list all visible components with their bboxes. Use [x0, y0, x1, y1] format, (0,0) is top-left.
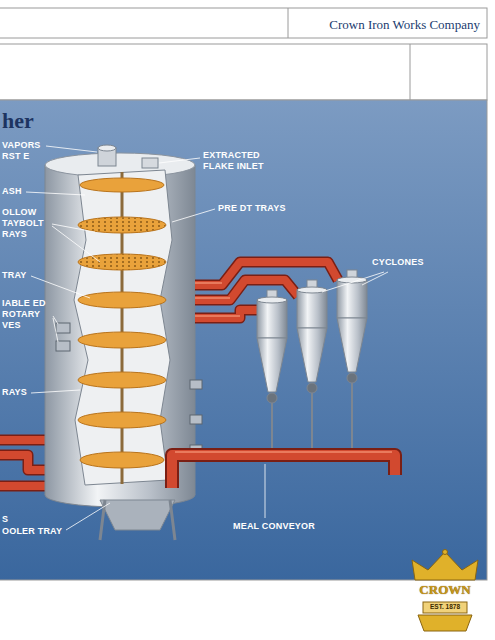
label-slot: ASH: [2, 186, 50, 197]
label-slot: EXTRACTED FLAKE INLET: [203, 150, 275, 172]
page-title: her: [2, 108, 34, 134]
label-slot: OOLER TRAY: [2, 526, 82, 537]
label-slot: CROWN: [405, 582, 485, 598]
part-label: ASH: [2, 186, 50, 197]
company-name: Crown Iron Works Company: [292, 17, 480, 33]
label-slot: TRAY: [2, 270, 52, 281]
label-slot: S: [2, 514, 32, 525]
part-label: CYCLONES: [372, 257, 452, 268]
label-slot: VAPORS RST E: [2, 140, 48, 162]
part-label: TRAY: [2, 270, 52, 281]
part-label: OOLER TRAY: [2, 526, 82, 537]
logo-year: EST. 1878: [423, 603, 467, 611]
label-slot: IABLE ED ROTARY VES: [2, 298, 52, 331]
part-label: OLLOW TAYBOLT RAYS: [2, 207, 52, 240]
part-label: S: [2, 514, 32, 525]
part-label: EXTRACTED FLAKE INLET: [203, 150, 275, 172]
title-slot: her: [2, 108, 34, 134]
label-slot: EST. 1878: [423, 603, 467, 611]
part-label: IABLE ED ROTARY VES: [2, 298, 52, 331]
part-label: VAPORS RST E: [2, 140, 48, 162]
label-slot: MEAL CONVEYOR: [233, 521, 333, 532]
label-slot: PRE DT TRAYS: [218, 203, 308, 214]
label-slot: OLLOW TAYBOLT RAYS: [2, 207, 52, 240]
part-label: MEAL CONVEYOR: [233, 521, 333, 532]
label-slot: Crown Iron Works Company: [292, 17, 480, 33]
part-label: PRE DT TRAYS: [218, 203, 308, 214]
label-slot: RAYS: [2, 387, 52, 398]
part-label: RAYS: [2, 387, 52, 398]
logo-text: CROWN: [405, 582, 485, 598]
label-slot: CYCLONES: [372, 257, 452, 268]
